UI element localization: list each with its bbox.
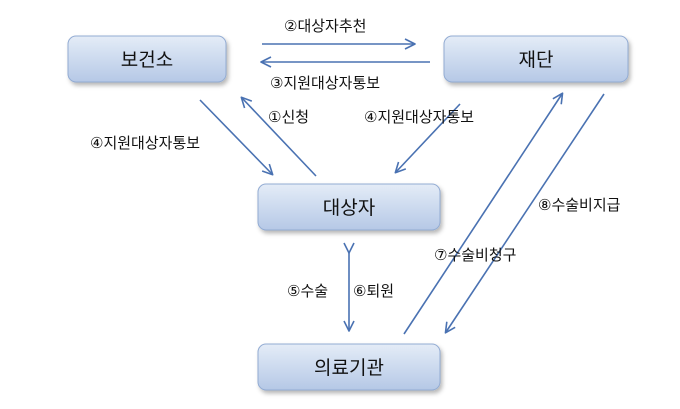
label-apply: ①신청 xyxy=(268,108,309,126)
node-medical-institution: 의료기관 xyxy=(257,343,441,391)
arrow-apply xyxy=(240,96,317,177)
arrow-notify-right xyxy=(394,103,461,174)
node-foundation-label: 재단 xyxy=(519,49,554,71)
label-notify-right: ④지원대상자통보 xyxy=(364,108,474,126)
node-beneficiary-label: 대상자 xyxy=(323,197,375,219)
arrow-claim-cost xyxy=(403,92,564,335)
arrow-notify-left xyxy=(199,99,274,176)
node-health-center: 보건소 xyxy=(67,35,227,83)
label-notify-health-center: ③지원대상자통보 xyxy=(270,74,380,92)
node-medical-institution-label: 의료기관 xyxy=(314,357,384,379)
arrow-pay-cost xyxy=(444,93,605,334)
label-recommend: ②대상자추천 xyxy=(284,17,366,35)
label-surgery: ⑤수술 xyxy=(287,282,328,300)
node-foundation: 재단 xyxy=(443,35,629,83)
label-notify-left: ④지원대상자통보 xyxy=(90,134,200,152)
node-health-center-label: 보건소 xyxy=(121,49,173,71)
label-pay-cost: ⑧수술비지급 xyxy=(538,196,621,214)
node-beneficiary: 대상자 xyxy=(257,183,441,231)
label-claim-cost: ⑦수술비청구 xyxy=(434,246,516,264)
label-discharge: ⑥퇴원 xyxy=(353,282,394,300)
